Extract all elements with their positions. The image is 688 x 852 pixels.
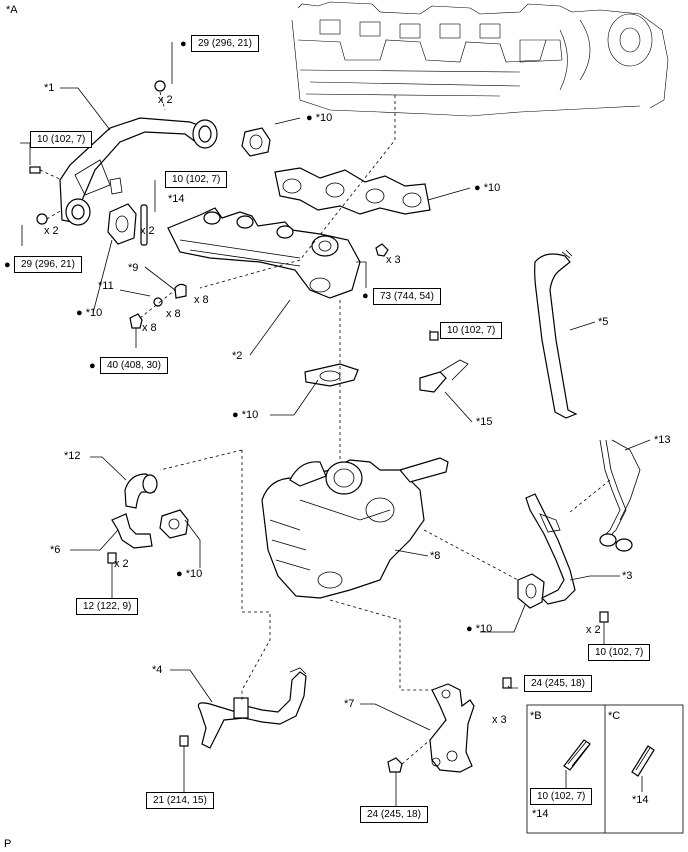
quantity-label: x 3 — [492, 714, 507, 726]
part-3-pipe — [525, 493, 576, 605]
torque-bullet: ● — [180, 38, 187, 50]
torque-spec: 40 (408, 30) — [100, 357, 168, 374]
torque-bullet: ● — [4, 259, 11, 271]
legend-studs — [526, 704, 684, 834]
torque-spec: 10 (102, 7) — [588, 644, 651, 661]
torque-bullet: ● — [89, 360, 96, 372]
quantity-label: x 2 — [158, 94, 173, 106]
part-2-exhaust-manifold — [167, 207, 361, 299]
callout-gasket-10-c: ● *10 — [76, 307, 103, 319]
fasteners — [29, 80, 609, 773]
part-15-bracket — [419, 359, 469, 393]
torque-spec: 73 (744, 54) — [373, 288, 441, 305]
torque-spec: 10 (102, 7) — [30, 131, 93, 148]
callout-part-1: *1 — [44, 82, 55, 94]
torque-spec: 29 (296, 21) — [14, 256, 82, 273]
part-7-bracket — [429, 683, 475, 773]
torque-spec: 29 (296, 21) — [191, 35, 259, 52]
callout-gasket-10-b: ● *10 — [474, 182, 501, 194]
reference-dashed-lines — [39, 91, 611, 765]
callout-part-14: *14 — [168, 193, 185, 205]
gasket-label: *10 — [185, 568, 203, 580]
gasket-label: *10 — [85, 307, 103, 319]
callout-part-7: *7 — [344, 698, 355, 710]
callout-part-13: *13 — [654, 434, 671, 446]
quantity-label: x 8 — [166, 308, 181, 320]
torque-spec: 24 (245, 18) — [524, 675, 592, 692]
part-5-hose — [534, 249, 578, 419]
quantity-label: x 2 — [114, 558, 129, 570]
callout-gasket-10-f: ● *10 — [466, 623, 493, 635]
torque-bullet: ● — [362, 290, 369, 302]
gasket-label: *10 — [241, 409, 259, 421]
gasket-label: *10 — [315, 112, 333, 124]
part-1-pipe — [59, 117, 218, 226]
callout-part-8: *8 — [430, 550, 441, 562]
engine-block-sketch — [291, 1, 669, 117]
torque-spec: 12 (122, 9) — [76, 598, 139, 615]
leader-lines — [20, 42, 651, 806]
legend-title-b: *B — [530, 710, 542, 722]
part-12-6-hoses — [111, 473, 158, 549]
torque-spec: 21 (214, 15) — [146, 792, 214, 809]
callout-gasket-10-e: ● *10 — [176, 568, 203, 580]
quantity-label: x 2 — [44, 225, 59, 237]
quantity-label: x 8 — [142, 322, 157, 334]
quantity-label: x 2 — [586, 624, 601, 636]
quantity-label: x 8 — [194, 294, 209, 306]
callout-part-5: *5 — [598, 316, 609, 328]
torque-spec: 10 (102, 7) — [165, 171, 228, 188]
callout-part-15: *15 — [476, 416, 493, 428]
gasket-label: *10 — [483, 182, 501, 194]
torque-spec: 24 (245, 18) — [360, 806, 428, 823]
legend-note-c: *14 — [632, 794, 649, 806]
callout-part-11: *11 — [98, 280, 114, 292]
figure-id-label: *A — [6, 4, 18, 16]
legend-note-b: *14 — [532, 808, 549, 820]
part-13-pipe — [599, 439, 641, 552]
legend-title-c: *C — [608, 710, 621, 722]
callout-part-2: *2 — [232, 350, 243, 362]
gasket-label: *10 — [475, 623, 493, 635]
callout-part-4: *4 — [152, 664, 163, 676]
quantity-label: x 3 — [386, 254, 401, 266]
callout-part-6: *6 — [50, 544, 61, 556]
part-4-pipe — [197, 667, 307, 749]
quantity-label: x 2 — [140, 225, 155, 237]
part-8-turbocharger — [261, 457, 449, 599]
callout-gasket-10-d: ● *10 — [232, 409, 259, 421]
callout-part-3: *3 — [622, 570, 633, 582]
footer-label: P — [4, 838, 12, 850]
callout-part-9: *9 — [128, 262, 139, 274]
callout-part-12: *12 — [64, 450, 81, 462]
torque-spec: 10 (102, 7) — [440, 322, 503, 339]
gaskets — [107, 127, 545, 609]
callout-gasket-10-a: ● *10 — [306, 112, 333, 124]
torque-spec: 10 (102, 7) — [530, 788, 593, 805]
